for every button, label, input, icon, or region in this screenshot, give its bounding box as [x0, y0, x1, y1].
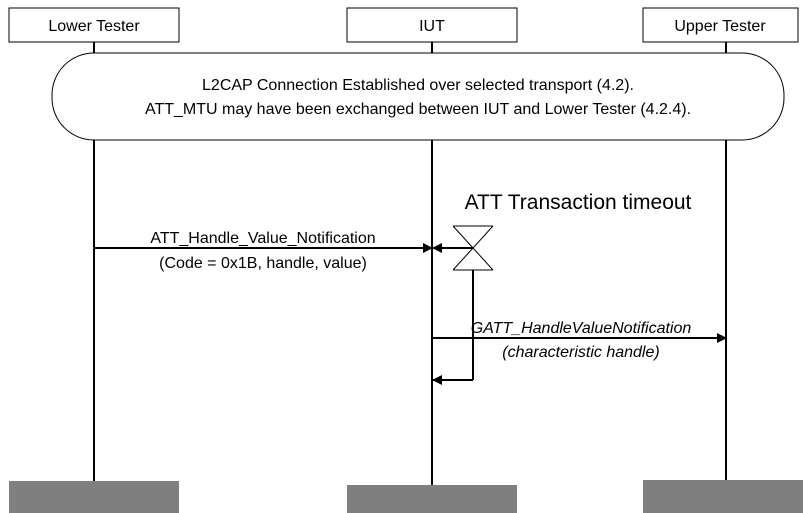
participant-lower-tester-label: Lower Tester: [48, 18, 140, 35]
lifeline-end-iut: [347, 485, 517, 513]
timer-label: ATT Transaction timeout: [465, 191, 692, 214]
message-gatt-params: (characteristic handle): [502, 344, 659, 361]
participant-upper-tester-label: Upper Tester: [674, 18, 766, 35]
message-notification-params: (Code = 0x1B, handle, value): [159, 255, 367, 272]
timer-stop-arrow: [432, 270, 474, 385]
lifeline-end-upper-tester: [643, 480, 803, 513]
setup-note-line1: L2CAP Connection Established over select…: [202, 77, 634, 94]
participant-upper-tester: Upper Tester: [642, 7, 799, 43]
message-gatt-handle-value-notification: GATT_HandleValueNotification (characteri…: [432, 320, 727, 361]
lifeline-end-lower-tester: [9, 481, 179, 513]
participant-iut: IUT: [346, 7, 518, 43]
setup-note: L2CAP Connection Established over select…: [51, 52, 785, 141]
message-att-handle-value-notification: ATT_Handle_Value_Notification (Code = 0x…: [94, 230, 433, 272]
message-gatt-name: GATT_HandleValueNotification: [471, 320, 692, 337]
participant-lower-tester: Lower Tester: [8, 7, 180, 43]
message-notification-name: ATT_Handle_Value_Notification: [150, 230, 375, 247]
participant-iut-label: IUT: [419, 18, 445, 35]
setup-note-line2: ATT_MTU may have been exchanged between …: [145, 101, 691, 118]
